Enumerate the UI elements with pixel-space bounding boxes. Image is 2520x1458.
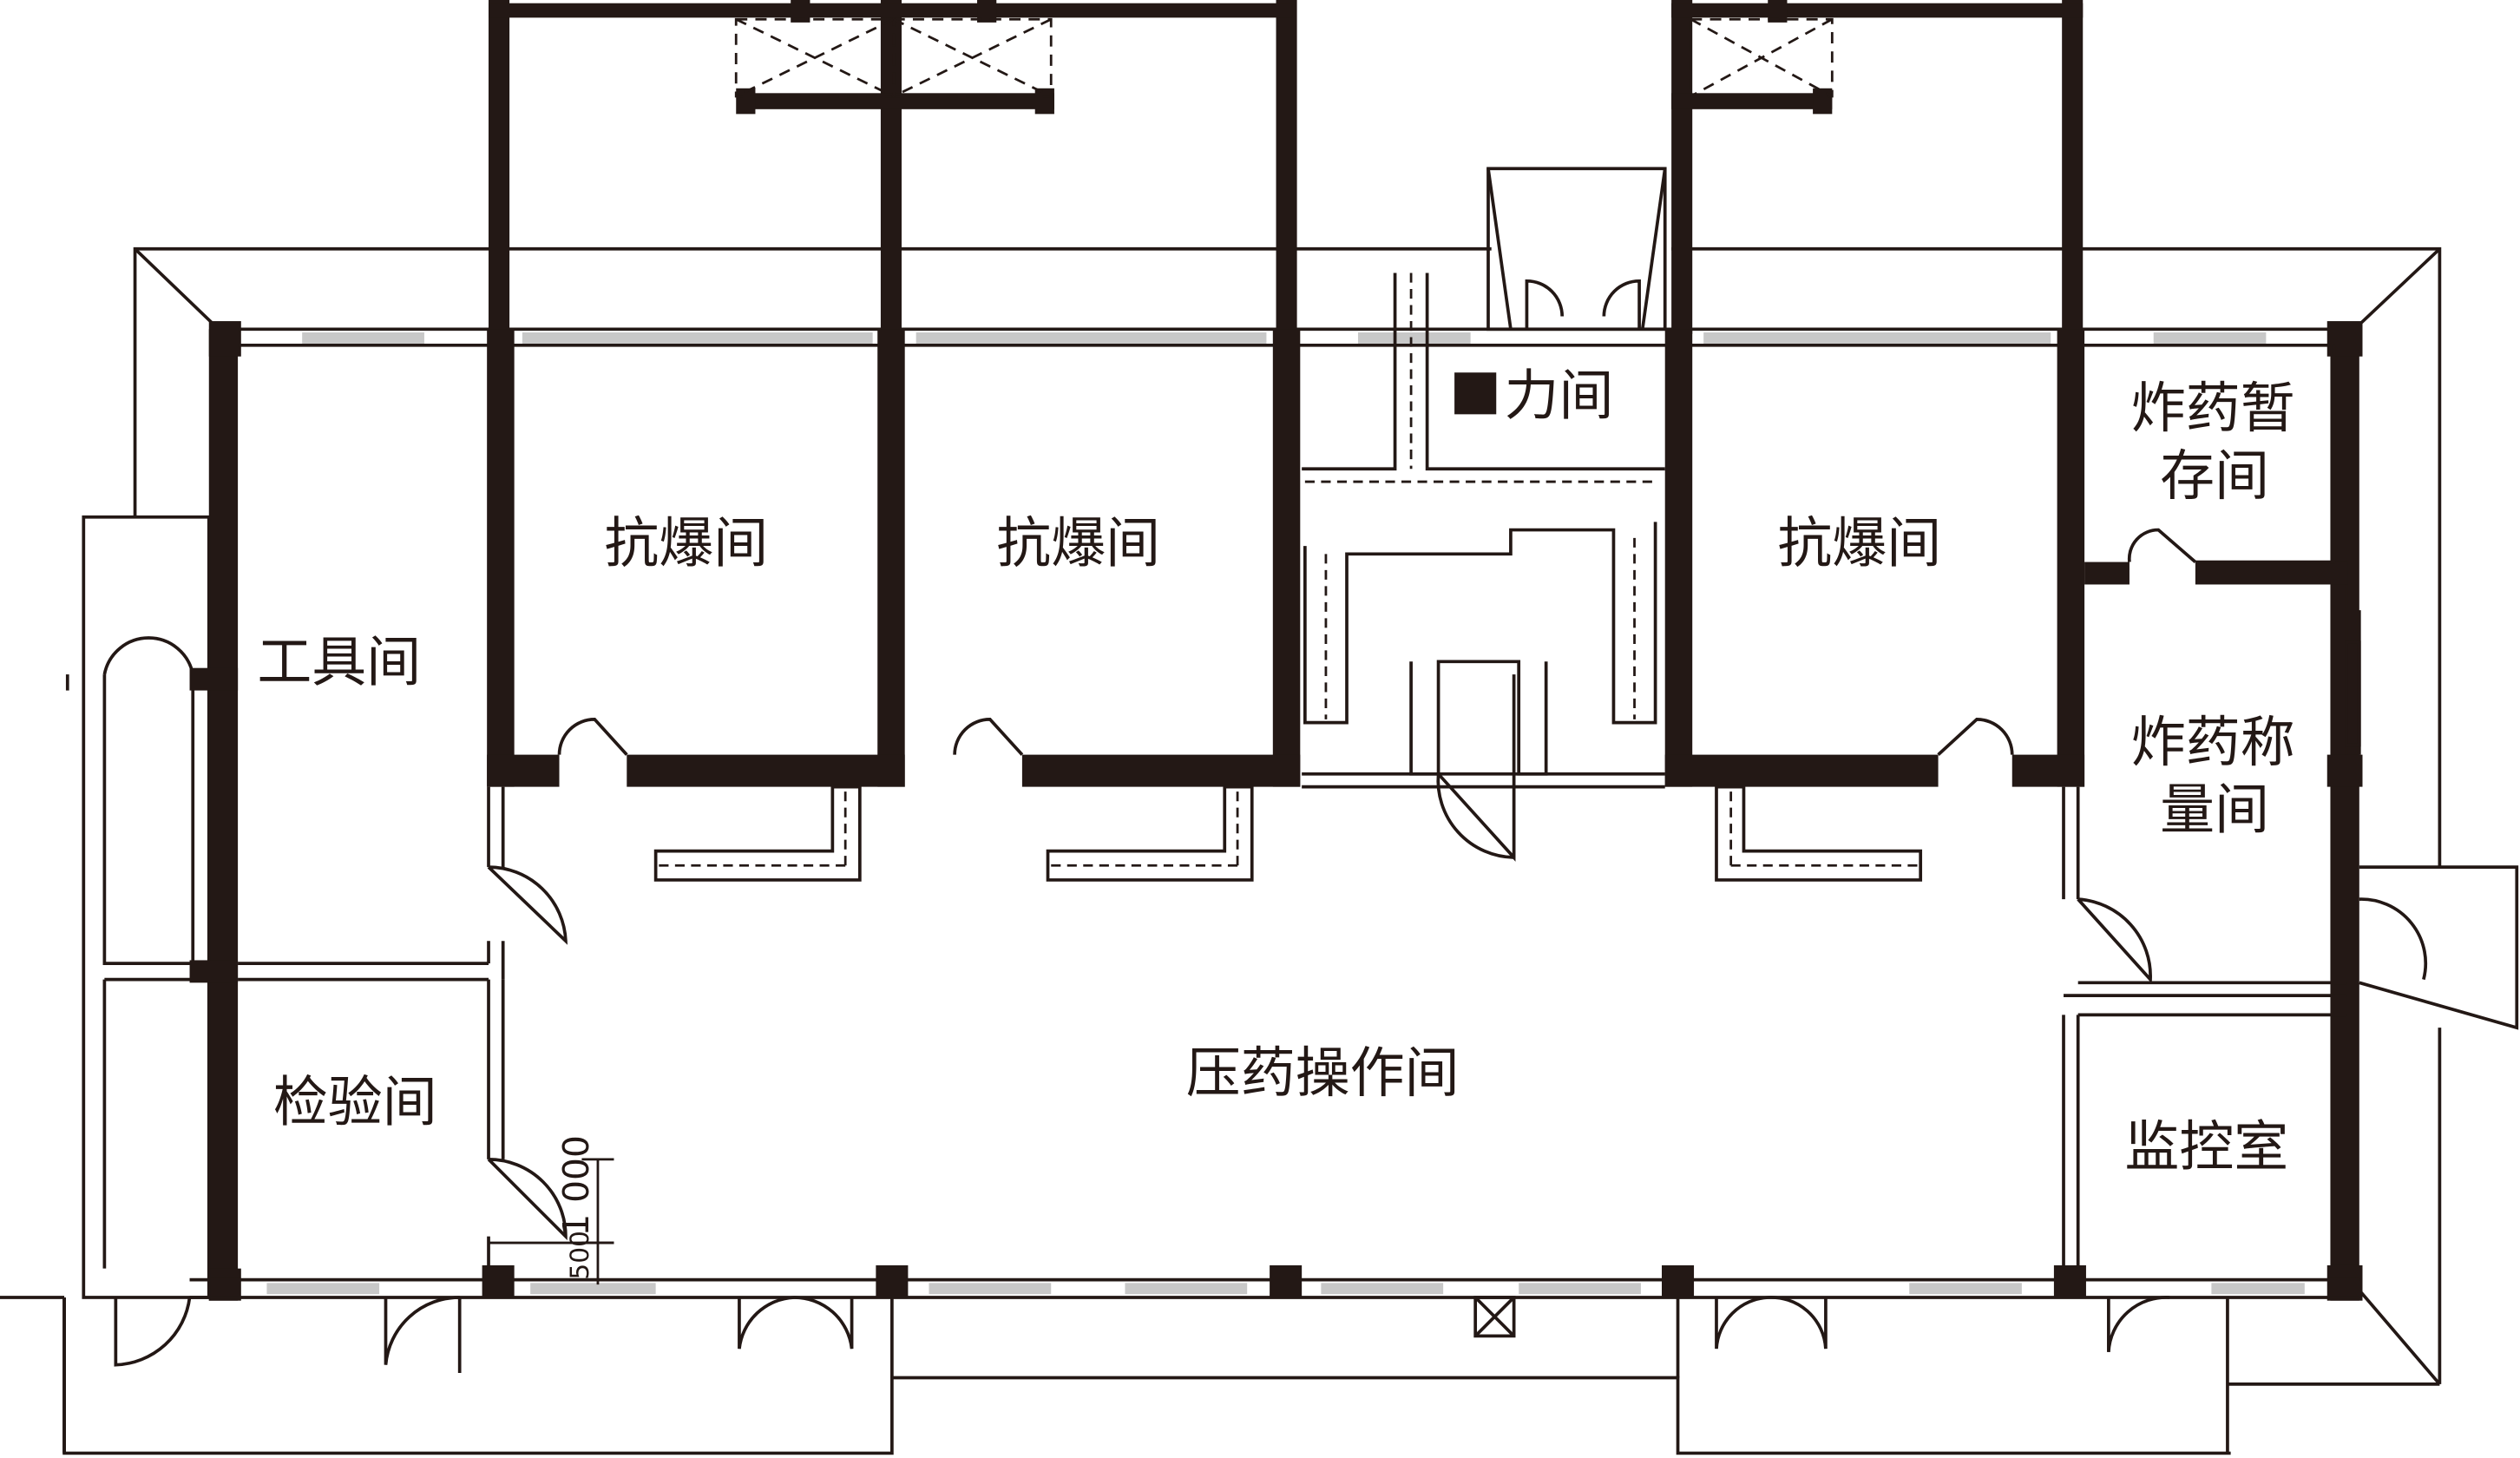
label-inspection-room: 检验间 xyxy=(273,1070,437,1133)
power-room-marker xyxy=(1454,372,1497,415)
central-passage xyxy=(1302,273,1665,862)
label-pressing-room: 压药操作间 xyxy=(1186,1041,1460,1105)
top-structures xyxy=(489,0,2084,334)
baffle-dashes xyxy=(659,790,1918,867)
right-rooms xyxy=(2062,584,2519,1269)
label-monitoring-room: 监控室 xyxy=(2124,1115,2288,1179)
label-power-room: 力间 xyxy=(1505,364,1614,427)
label-explosive-storage-line2: 存间 xyxy=(2160,444,2269,508)
label-weighing-line2: 量间 xyxy=(2160,778,2269,842)
roof-outline xyxy=(0,246,2442,1455)
front-doors xyxy=(62,1296,2229,1454)
blast-room-doors xyxy=(557,345,2336,756)
left-rooms xyxy=(65,515,568,1299)
label-blast-room-1: 抗爆间 xyxy=(604,512,768,575)
room-labels: 工具间 检验间 抗爆间 抗爆间 抗爆间 力间 炸药暂 存间 炸药称 量间 监控室… xyxy=(257,364,2294,1179)
baffle-walls xyxy=(653,785,1923,882)
dimension-1000: 1 000 xyxy=(555,1135,597,1237)
label-blast-room-3: 抗爆间 xyxy=(1777,512,1941,575)
bottom-wall-windows xyxy=(189,1264,2359,1338)
dimension-500: 500 xyxy=(565,1231,594,1279)
passage-dashes xyxy=(1304,273,1656,719)
label-blast-room-2: 抗爆间 xyxy=(996,512,1160,575)
blast-room-walls xyxy=(487,329,2348,787)
right-wall-mark xyxy=(2326,754,2363,787)
label-tool-room: 工具间 xyxy=(257,631,421,694)
label-explosive-storage-line1: 炸药暂 xyxy=(2131,377,2295,440)
label-weighing-line1: 炸药称 xyxy=(2131,711,2295,774)
left-wall-marks xyxy=(189,667,239,983)
dimension-lines xyxy=(489,1158,614,1285)
